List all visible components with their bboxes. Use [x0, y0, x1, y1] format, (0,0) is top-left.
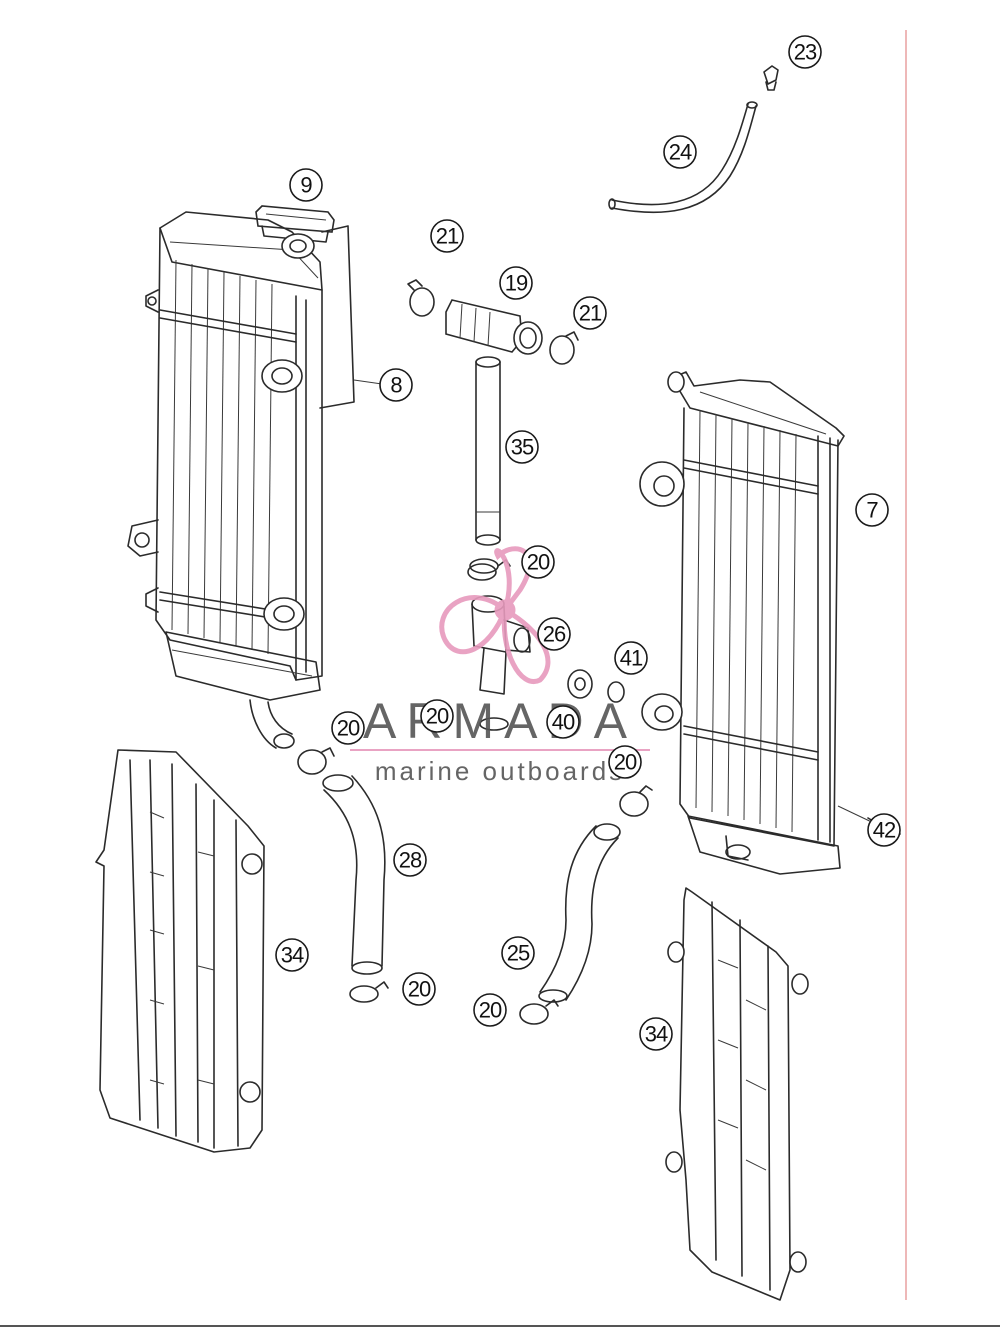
part-40-washer — [479, 717, 509, 731]
callout-20-mid: 20 — [420, 699, 454, 733]
callout-24: 24 — [663, 135, 697, 169]
svg-text:35: 35 — [511, 435, 534, 460]
svg-text:26: 26 — [543, 622, 566, 647]
svg-text:7: 7 — [866, 498, 878, 523]
callout-40: 40 — [546, 705, 580, 739]
part-25-coolant-hose — [538, 823, 621, 1003]
part-41-grommet — [567, 669, 625, 703]
callout-20-right-hose-top: 20 — [608, 745, 642, 779]
part-34-left-radiator-louver — [95, 749, 265, 1153]
svg-text:19: 19 — [505, 271, 528, 296]
armada-watermark: ARMADA marine outboards — [350, 546, 650, 786]
callout-34-right: 34 — [639, 1017, 673, 1051]
callout-21-right: 21 — [573, 296, 607, 330]
callout-20-left-hose-bottom: 20 — [402, 972, 436, 1006]
svg-text:24: 24 — [669, 140, 692, 165]
callout-28: 28 — [393, 843, 427, 877]
svg-text:20: 20 — [408, 977, 431, 1002]
svg-text:9: 9 — [300, 173, 312, 198]
callout-20-right-hose-bottom: 20 — [473, 993, 507, 1027]
callout-23: 23 — [788, 35, 822, 69]
svg-text:20: 20 — [426, 704, 449, 729]
svg-text:20: 20 — [479, 998, 502, 1023]
part-20-clamp-left-upper — [297, 747, 335, 775]
svg-text:20: 20 — [527, 550, 550, 575]
part-35-coolant-pipe — [475, 356, 501, 546]
callout-42: 42 — [867, 813, 901, 847]
part-21-hose-clamp-right — [549, 331, 579, 365]
svg-text:28: 28 — [399, 848, 422, 873]
watermark-tagline: marine outboards — [375, 756, 625, 786]
callout-7: 7 — [855, 493, 889, 527]
callout-41: 41 — [614, 641, 648, 675]
svg-text:21: 21 — [579, 301, 602, 326]
svg-text:8: 8 — [390, 373, 402, 398]
callout-20-center: 20 — [521, 545, 555, 579]
callout-19: 19 — [499, 266, 533, 300]
svg-text:20: 20 — [614, 750, 637, 775]
callout-25: 25 — [501, 936, 535, 970]
part-7-right-radiator — [639, 371, 881, 875]
svg-text:41: 41 — [620, 646, 643, 671]
part-23-fitting — [763, 65, 779, 91]
svg-text:42: 42 — [873, 818, 896, 843]
callout-9: 9 — [289, 168, 323, 202]
callout-8: 8 — [379, 368, 413, 402]
callout-21-left: 21 — [430, 219, 464, 253]
part-24-overflow-hose — [608, 101, 758, 214]
callout-26: 26 — [537, 617, 571, 651]
part-28-coolant-hose — [322, 774, 386, 975]
svg-text:21: 21 — [436, 224, 459, 249]
part-34-right-radiator-louver — [665, 887, 809, 1301]
callout-20-left-hose-top: 20 — [331, 711, 365, 745]
svg-text:23: 23 — [794, 40, 817, 65]
callout-35: 35 — [505, 430, 539, 464]
watermark-brand: ARMADA — [363, 693, 637, 749]
part-20-clamp-right-upper — [619, 785, 653, 817]
svg-text:40: 40 — [552, 710, 575, 735]
svg-text:34: 34 — [281, 943, 304, 968]
svg-text:25: 25 — [507, 941, 530, 966]
callout-34-left: 34 — [275, 938, 309, 972]
svg-text:34: 34 — [645, 1022, 668, 1047]
part-20-clamp-right-lower — [519, 999, 559, 1025]
svg-text:20: 20 — [337, 716, 360, 741]
part-19-connector — [445, 299, 543, 355]
part-8-left-radiator — [127, 211, 383, 749]
part-20-clamp-left-lower — [349, 981, 389, 1003]
part-21-hose-clamp-left — [407, 279, 435, 317]
